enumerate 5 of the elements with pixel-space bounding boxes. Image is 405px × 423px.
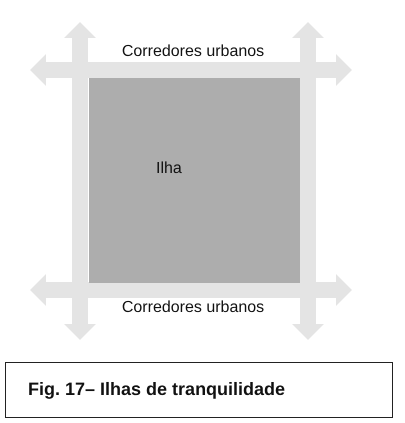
figure-caption: Fig. 17– Ilhas de tranquilidade [5, 362, 393, 418]
island-label: Ilha [156, 160, 182, 178]
island-block [89, 78, 300, 283]
corridor-label: Corredores urbanos [120, 43, 266, 61]
corridor-label: Corredores urbanos [120, 299, 266, 317]
